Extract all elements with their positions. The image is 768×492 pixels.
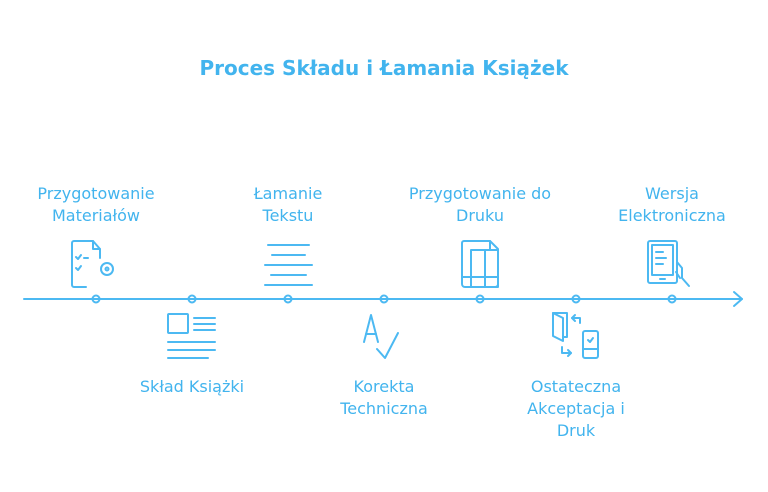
- text-lines-icon: [264, 244, 313, 286]
- timeline-dot: [283, 294, 293, 304]
- arrow-head-icon: [733, 291, 743, 307]
- diagram-title: Proces Składu i Łamania Książek: [199, 56, 569, 80]
- timeline-dot: [379, 294, 389, 304]
- spellcheck-icon: [363, 314, 399, 359]
- step-label-korekta-techniczna: Korekta Techniczna: [340, 377, 428, 418]
- print-grid-document-icon: [461, 240, 499, 288]
- timeline-dot: [475, 294, 485, 304]
- step-label-lamanie-tekstu: Łamanie Tekstu: [253, 184, 323, 225]
- step-label-ostateczna-akceptacja: Ostateczna Akceptacja i Druk: [527, 377, 625, 440]
- document-checklist-gear-icon: [71, 240, 114, 288]
- step-label-przygotowanie-materialow: Przygotowanie Materiałów: [37, 184, 155, 225]
- step-label-sklad-ksiazki: Skład Książki: [139, 377, 245, 396]
- timeline-dot: [187, 294, 197, 304]
- timeline-dot: [571, 294, 581, 304]
- step-label-wersja-elektroniczna: Wersja Elektroniczna: [618, 184, 726, 225]
- book-phone-exchange-icon: [552, 312, 599, 359]
- tablet-hand-icon: [647, 240, 690, 287]
- step-label-przygotowanie-do-druku: Przygotowanie do Druku: [408, 184, 552, 225]
- layout-page-icon: [167, 313, 216, 359]
- timeline-dot: [91, 294, 101, 304]
- timeline-dot: [667, 294, 677, 304]
